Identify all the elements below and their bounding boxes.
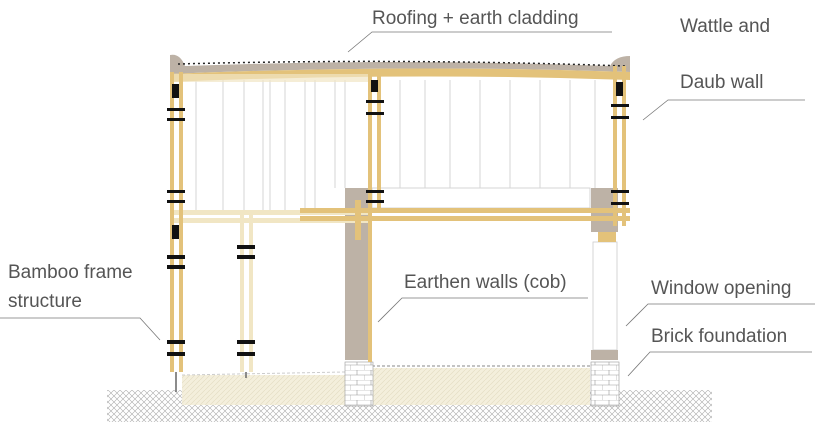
leader-lines	[0, 31, 815, 377]
cob-wall-top	[371, 187, 591, 209]
label-brick-foundation: Brick foundation	[651, 326, 788, 347]
floor-beam	[170, 218, 370, 223]
brick-foundation	[344, 361, 374, 407]
floor-fill	[372, 368, 590, 405]
floor-fill	[182, 375, 345, 405]
label-wattle-line1: Wattle and	[680, 16, 771, 37]
floor-beam	[300, 216, 630, 221]
label-earthen-walls: Earthen walls (cob)	[404, 272, 567, 293]
label-roofing: Roofing + earth cladding	[372, 8, 579, 29]
floor-beam	[170, 210, 370, 215]
bamboo-columns	[170, 66, 626, 372]
label-wattle-line2: Daub wall	[680, 72, 764, 93]
roof	[170, 54, 630, 74]
label-bamboo-line1: Bamboo frame	[8, 262, 133, 283]
floor-beam	[300, 208, 630, 213]
roof-beam	[170, 68, 630, 82]
label-bamboo-line2: structure	[8, 291, 82, 312]
window-opening	[592, 241, 618, 351]
brick-foundation	[590, 361, 620, 407]
window-sill	[591, 350, 618, 360]
wattle-rods	[195, 80, 596, 215]
column-joints	[167, 80, 629, 356]
label-window-opening: Window opening	[651, 278, 792, 299]
